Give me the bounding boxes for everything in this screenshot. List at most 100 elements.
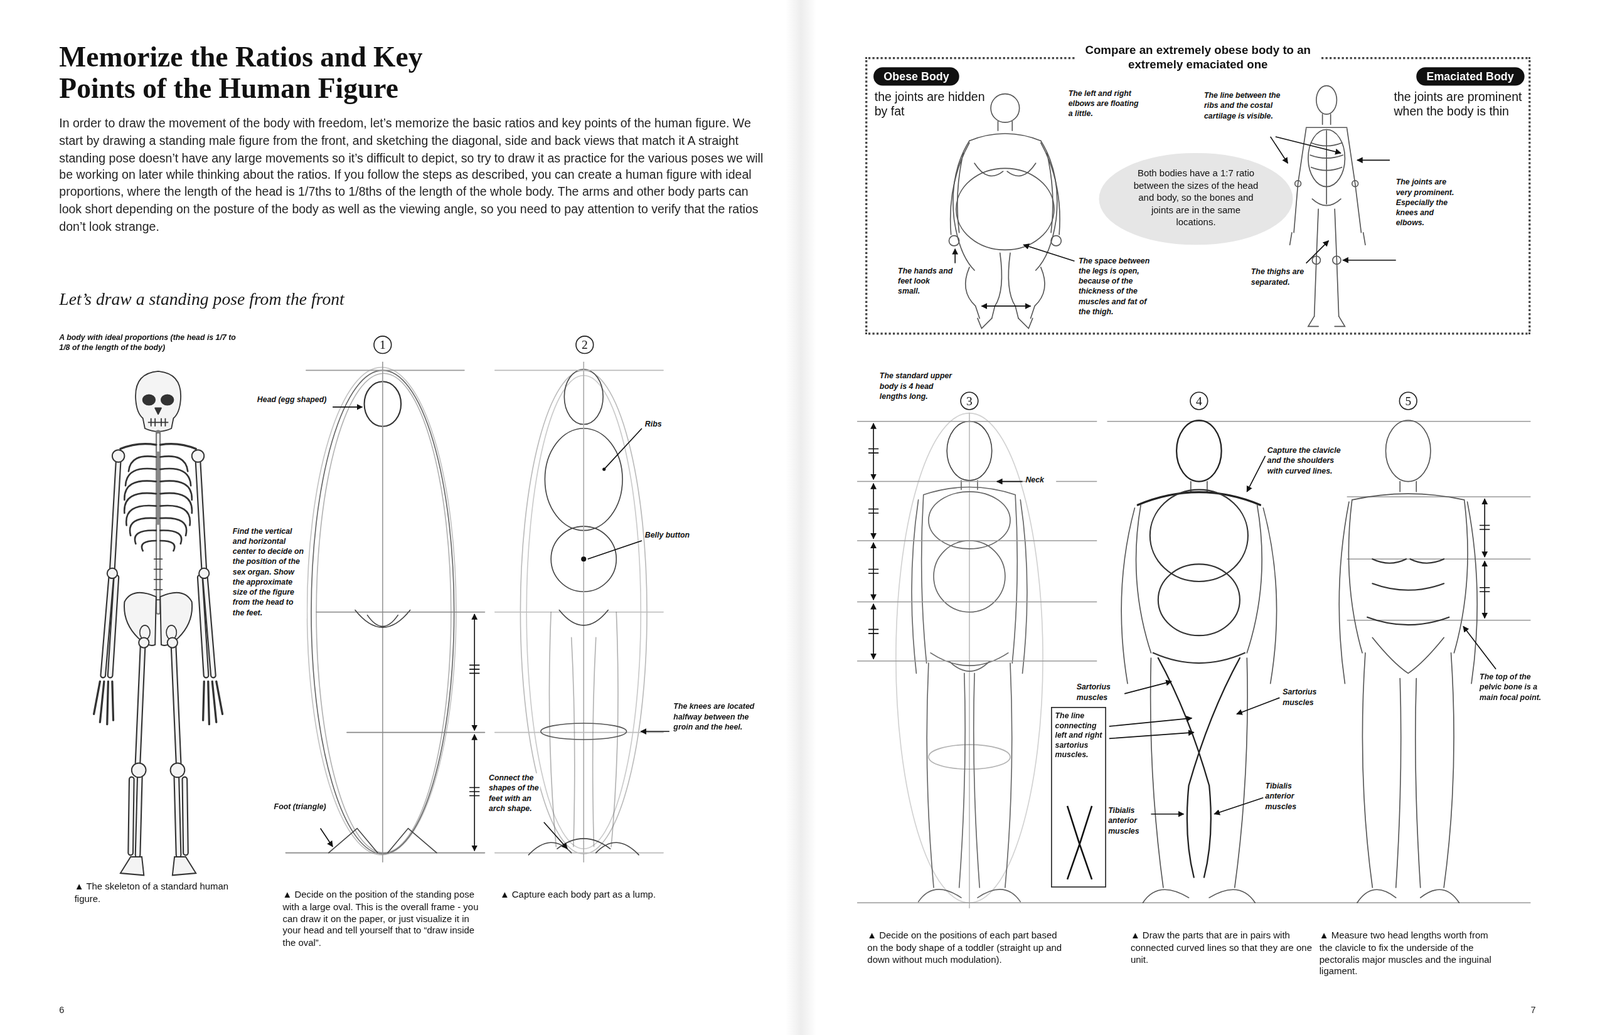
leader-line (1109, 718, 1193, 727)
figure-stroke (328, 828, 437, 854)
figure-stroke (1158, 658, 1240, 878)
leader-line (285, 852, 485, 854)
annotation: The knees are located halfway between th… (673, 702, 755, 733)
leader-line (473, 734, 475, 851)
leader-line (1236, 697, 1280, 715)
text-slot: Capture the clavicle and the shoulders w… (1267, 446, 1350, 477)
node-text: 4 (1195, 394, 1203, 408)
text-slot: A body with ideal proportions (the head … (58, 332, 248, 354)
step-number: 1 (373, 335, 392, 354)
annotation: Tibialis anterior muscles (1265, 781, 1312, 813)
figure-stroke (950, 143, 1060, 235)
leader-line (1483, 560, 1486, 619)
page-number: 6 (58, 1005, 80, 1017)
figure-stroke (112, 461, 119, 570)
node-text: 3 (966, 394, 973, 408)
page-gutter (785, 0, 817, 1035)
figure-stroke (540, 723, 627, 740)
figure-stroke (1385, 420, 1431, 482)
leader-line (306, 370, 465, 372)
leader-line (1023, 244, 1075, 262)
text-slot: ▲ Decide on the positions of each part b… (867, 930, 1067, 967)
figure-stroke (1308, 316, 1346, 327)
figure-stroke (138, 777, 140, 856)
step-number: 4 (1189, 391, 1208, 410)
text-slot: The left and right elbows are floating a… (1068, 88, 1142, 120)
figure-stroke (1290, 232, 1366, 246)
figure-group (107, 449, 210, 778)
text-slot: The thighs are separated. (1251, 267, 1309, 288)
node-text: 5 (1404, 394, 1412, 408)
figure-stroke (176, 777, 179, 856)
figure-stroke (176, 777, 179, 856)
leader-line (1463, 626, 1496, 670)
figure-stroke (154, 408, 162, 415)
figure-stroke (200, 577, 207, 676)
annotation: Connect the shapes of the feet with an a… (488, 773, 540, 815)
figure-stroke (1136, 505, 1263, 654)
figure-stroke (192, 449, 205, 463)
annotation: Ribs (645, 419, 680, 430)
leader-line (1306, 240, 1329, 264)
figure-stroke (1153, 653, 1245, 664)
step-number: 3 (960, 391, 979, 410)
figure-group (320, 136, 1496, 849)
annotation: The left and right elbows are floating a… (1068, 88, 1142, 120)
figure-stroke (1348, 493, 1468, 654)
annotation: The hands and feet look small. (897, 266, 954, 297)
text-slot: The line between the ribs and the costal… (1204, 90, 1294, 122)
annotation: Head (egg shaped) (255, 394, 329, 405)
text-slot: 7 (1530, 1005, 1552, 1017)
text-slot: Let’s draw a standing pose from the fron… (58, 289, 488, 311)
text-slot: Ribs (645, 419, 680, 430)
figure-stroke (112, 449, 125, 463)
body-type-tag: Obese Body (873, 67, 960, 86)
leader-line (346, 732, 486, 734)
inset-box: The line connecting left and right sarto… (1050, 707, 1107, 888)
text-slot: ▲ Draw the parts that are in pairs with … (1130, 930, 1315, 967)
text-slot: The space between the legs is open, beca… (1078, 256, 1159, 318)
annotation: The standard upper body is 4 head length… (879, 371, 954, 403)
figure-group (1290, 85, 1366, 327)
leader-line (587, 540, 642, 560)
figure-stroke (933, 540, 1006, 613)
figure-stroke (930, 653, 1009, 672)
figure-stroke (167, 637, 178, 648)
figure-stroke (969, 133, 1041, 141)
leader-line (997, 481, 1023, 483)
figure-stroke (316, 373, 452, 853)
figure-stroke (161, 394, 174, 405)
figure-stroke (160, 456, 192, 551)
leader-line (544, 822, 568, 849)
figure-stroke (974, 163, 1036, 176)
text-slot: In order to draw the movement of the bod… (58, 115, 763, 236)
leader-line (872, 483, 875, 539)
figure-stroke (1295, 180, 1302, 187)
figure-stroke (868, 449, 879, 634)
figure-stroke (138, 777, 140, 856)
node-text: Obese Body (883, 69, 949, 85)
figure-group (135, 371, 181, 432)
figure-stroke (1352, 180, 1359, 187)
figure-stroke (1372, 559, 1444, 591)
figure-stroke (355, 610, 411, 629)
node-text: Emaciated Body (1426, 69, 1515, 85)
figure-stroke (997, 121, 1013, 132)
figure-stroke (1399, 481, 1417, 492)
text-slot: The hands and feet look small. (897, 266, 954, 297)
panel-heading: Compare an extremely obese body to an ex… (1074, 42, 1321, 72)
figure-stroke (1310, 130, 1343, 204)
figure-stroke (112, 461, 119, 570)
annotation: Neck (1025, 475, 1056, 486)
figure-stroke (559, 610, 608, 626)
figure-stroke (1306, 114, 1348, 128)
figure-stroke (1050, 235, 1062, 246)
figure-stroke (1067, 806, 1092, 880)
figure-stroke (130, 779, 132, 853)
figure-group (948, 94, 1062, 329)
figure-stroke (549, 612, 619, 848)
figure-stroke (977, 318, 1033, 329)
leader-line (640, 730, 670, 733)
annotation: The thighs are separated. (1251, 267, 1309, 288)
